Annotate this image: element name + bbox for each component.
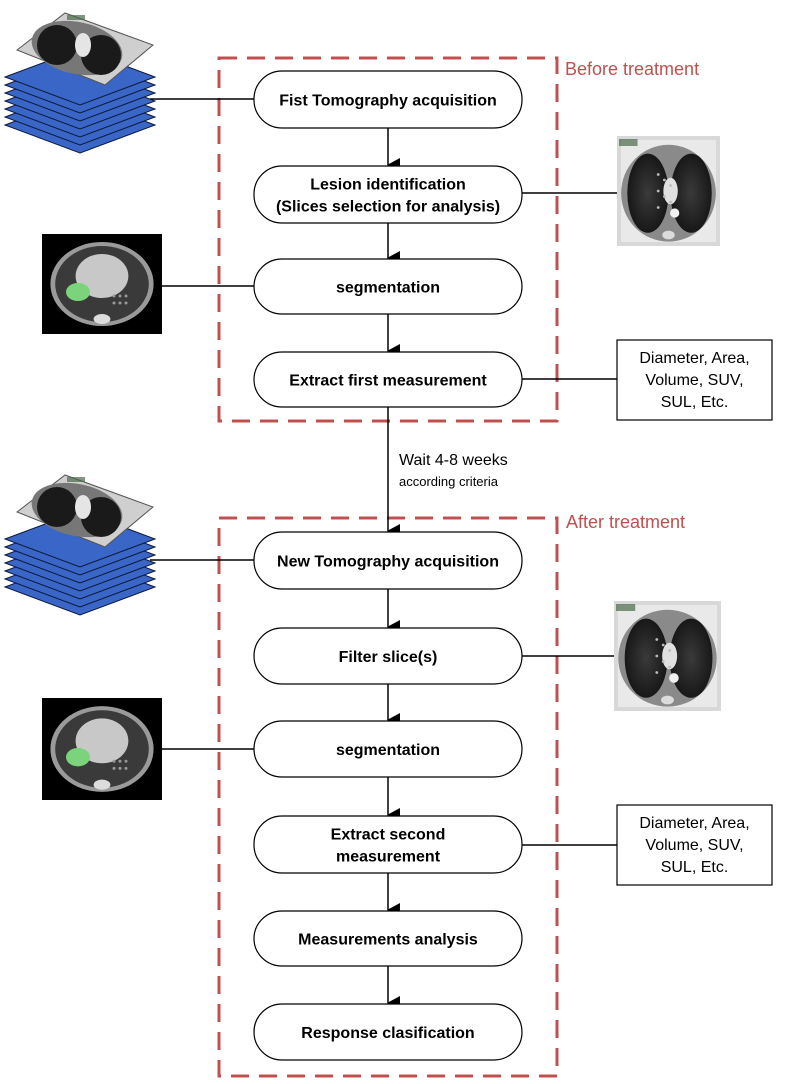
measurement-box: Diameter, Area, Volume, SUV, SUL, Etc. — [616, 804, 773, 886]
wait-note-line2: according criteria — [399, 474, 499, 489]
process-node-label: segmentation — [336, 280, 440, 297]
process-node-label: (Slices selection for analysis) — [276, 199, 500, 216]
process-node: Response clasification — [253, 1003, 523, 1061]
process-node-label: measurement — [336, 849, 441, 866]
process-node-shape — [253, 70, 523, 129]
process-node: segmentation — [253, 258, 523, 315]
process-node-label: Extract second — [331, 827, 446, 844]
before-treatment-label: Before treatment — [565, 59, 699, 79]
measurement-box-line: SUL, Etc. — [661, 859, 729, 876]
process-node: Filter slice(s) — [253, 627, 523, 685]
process-node-shape — [253, 351, 523, 408]
wait-note-line1: Wait 4-8 weeks — [399, 452, 508, 469]
process-node-label: New Tomography acquisition — [277, 554, 499, 571]
connector-lines — [150, 98, 617, 846]
ct-scan-stack-icon — [3, 12, 157, 154]
process-node: Extract second measurement — [253, 815, 523, 874]
process-node: Lesion identification (Slices selection f… — [253, 165, 523, 224]
process-node-shape — [253, 165, 523, 224]
measurement-box: Diameter, Area, Volume, SUV, SUL, Etc. — [616, 339, 773, 421]
measurement-box-line: Diameter, Area, — [639, 815, 749, 832]
ct-segmentation-icon — [42, 698, 162, 800]
ct-images — [3, 12, 721, 800]
process-node: Extract first measurement — [253, 351, 523, 408]
process-node-shape — [253, 815, 523, 874]
process-node-label: Response clasification — [301, 1025, 474, 1042]
process-node: New Tomography acquisition — [253, 531, 523, 590]
process-node-label: segmentation — [336, 742, 440, 759]
process-node-label: Fist Tomography acquisition — [279, 93, 497, 110]
process-node: Fist Tomography acquisition — [253, 70, 523, 129]
process-node-shape — [253, 627, 523, 685]
ct-scan-stack-icon — [3, 474, 157, 616]
process-node-label: Lesion identification — [310, 177, 466, 194]
measurement-box-shape — [616, 339, 773, 421]
ct-segmentation-icon — [42, 234, 162, 334]
process-node-shape — [253, 258, 523, 315]
measurement-box-line: Diameter, Area, — [639, 350, 749, 367]
measurement-box-line: SUL, Etc. — [661, 394, 729, 411]
process-node-shape — [253, 531, 523, 590]
process-node-label: Measurements analysis — [298, 932, 478, 949]
process-node-shape — [253, 1003, 523, 1061]
process-node-shape — [253, 910, 523, 967]
process-node: segmentation — [253, 720, 523, 778]
ct-lung-slice-icon — [617, 136, 720, 246]
after-treatment-label: After treatment — [566, 512, 685, 532]
process-node-shape — [253, 720, 523, 778]
measurement-box-line: Volume, SUV, — [645, 837, 743, 854]
process-node: Measurements analysis — [253, 910, 523, 967]
process-node-label: Filter slice(s) — [339, 649, 438, 666]
measurement-boxes: Diameter, Area,Volume, SUV,SUL, Etc.Diam… — [616, 339, 773, 886]
measurement-box-line: Volume, SUV, — [645, 372, 743, 389]
process-node-label: Extract first measurement — [289, 373, 487, 390]
measurement-box-shape — [616, 804, 773, 886]
ct-lung-slice-icon — [614, 601, 721, 711]
